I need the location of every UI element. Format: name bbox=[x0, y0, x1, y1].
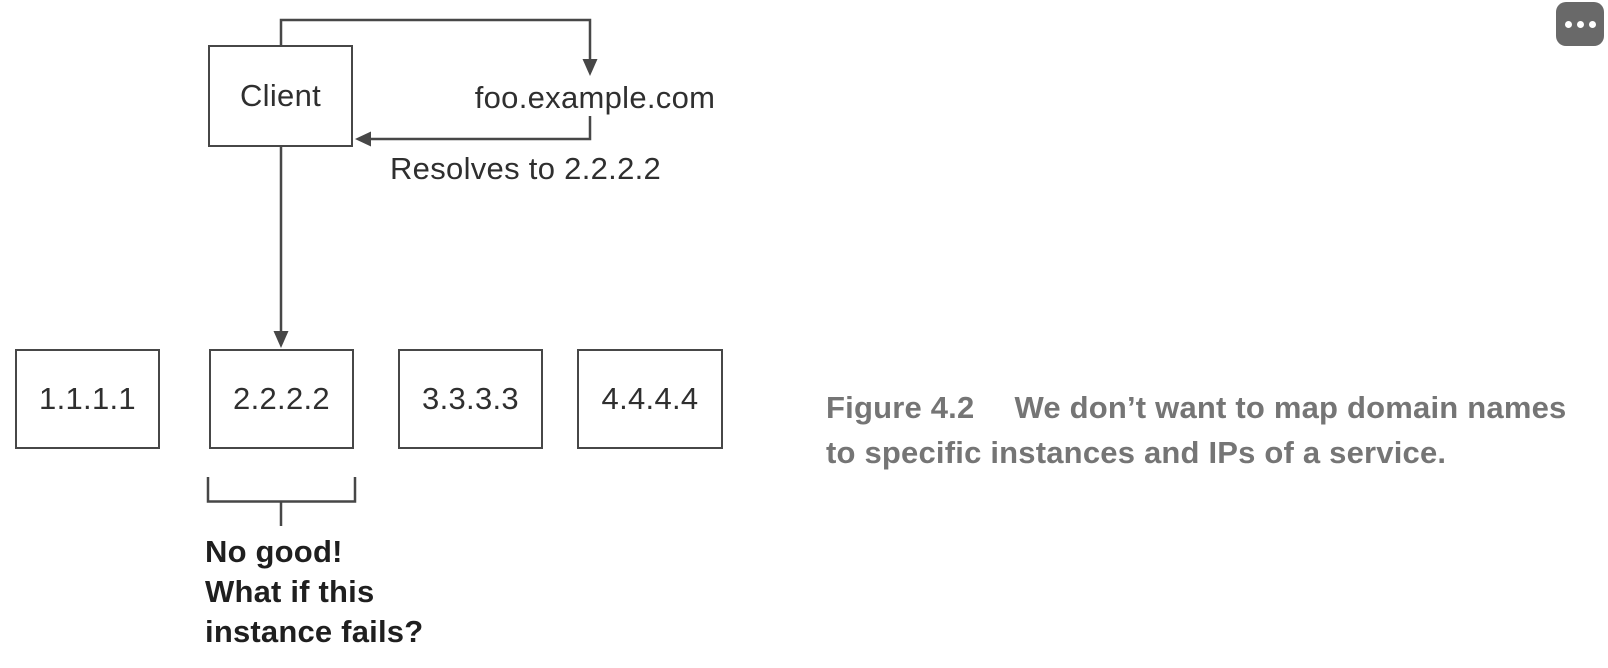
instance-brace bbox=[206, 477, 357, 503]
figure-caption-text1: We don’t want to map domain names bbox=[1014, 390, 1567, 425]
resolve-label: Resolves to 2.2.2.2 bbox=[390, 151, 662, 186]
instance-box-4-label: 4.4.4.4 bbox=[601, 381, 699, 416]
instance-box-4: 4.4.4.4 bbox=[577, 349, 723, 449]
warning-annotation-line: What if this bbox=[205, 574, 375, 609]
instance-box-2-label: 2.2.2.2 bbox=[233, 381, 330, 416]
ellipsis-icon bbox=[1576, 20, 1584, 28]
instance-box-1-label: 1.1.1.1 bbox=[39, 381, 136, 416]
figure-caption: Figure 4.2 We don’t want to map domain n… bbox=[826, 385, 1566, 475]
instance-box-2: 2.2.2.2 bbox=[209, 349, 354, 449]
connector-client-to-dns bbox=[279, 18, 592, 61]
dns-name-label: foo.example.com bbox=[474, 80, 716, 115]
arrowhead-down-instance-icon bbox=[273, 331, 289, 348]
client-box-label: Client bbox=[239, 78, 322, 113]
client-box: Client bbox=[208, 45, 353, 147]
arrowhead-down-dns-icon bbox=[582, 59, 598, 76]
warning-annotation-line: No good! bbox=[205, 534, 343, 569]
more-options-button[interactable] bbox=[1556, 2, 1604, 46]
figure-caption-number: Figure 4.2 bbox=[826, 390, 975, 425]
figure-caption-line1: Figure 4.2 We don’t want to map domain n… bbox=[826, 385, 1566, 430]
connector-dns-to-client bbox=[371, 116, 592, 141]
warning-annotation-line: instance fails? bbox=[205, 614, 424, 649]
ellipsis-icon bbox=[1564, 20, 1572, 28]
instance-box-3-label: 3.3.3.3 bbox=[422, 381, 519, 416]
warning-annotation: No good! What if this instance fails? bbox=[205, 532, 423, 652]
figure-caption-line2: to specific instances and IPs of a servi… bbox=[826, 435, 1447, 470]
instance-box-1: 1.1.1.1 bbox=[15, 349, 160, 449]
instance-box-3: 3.3.3.3 bbox=[398, 349, 543, 449]
arrowhead-left-client-icon bbox=[355, 131, 371, 147]
ellipsis-icon bbox=[1588, 20, 1596, 28]
